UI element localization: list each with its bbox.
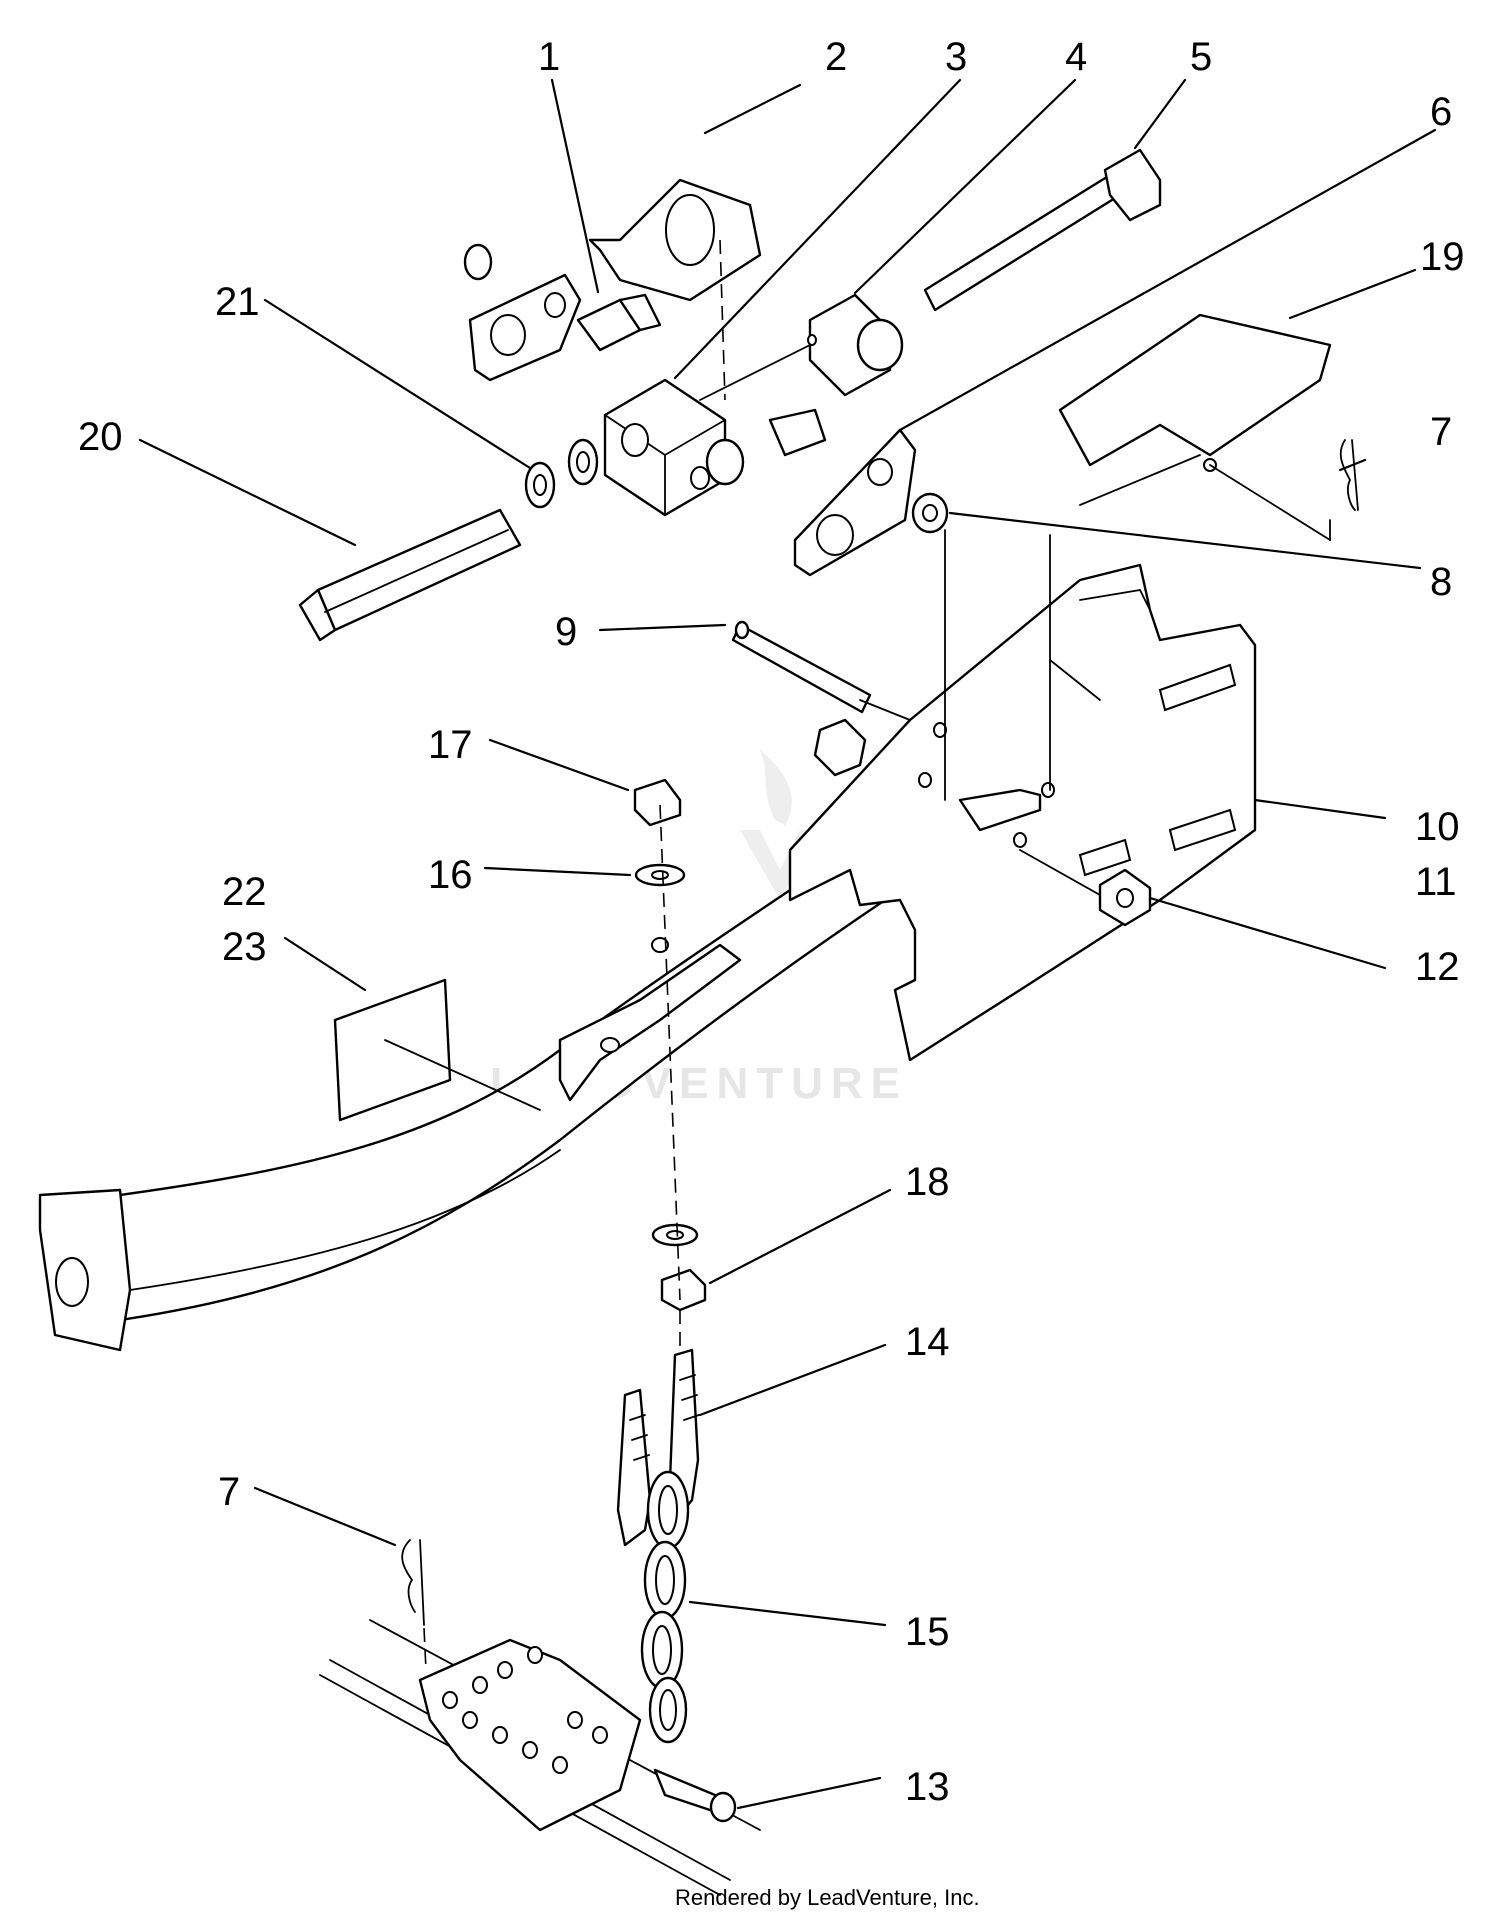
part-21-washers bbox=[524, 438, 599, 509]
part-14-ubolt bbox=[616, 1348, 700, 1547]
credit-text: Rendered by LeadVenture, Inc. bbox=[675, 1885, 980, 1910]
leader-lines bbox=[138, 78, 1437, 1810]
hitch-frame bbox=[38, 563, 1257, 1352]
part-5-bolt bbox=[923, 148, 1162, 312]
callout-3: 3 bbox=[945, 35, 967, 79]
left-bracket-plate bbox=[463, 243, 582, 382]
callout-16: 16 bbox=[428, 853, 473, 897]
callout-6: 6 bbox=[1430, 90, 1452, 134]
assembly-lines bbox=[384, 239, 1331, 1350]
part-20-shaft bbox=[298, 508, 522, 642]
callout-1: 1 bbox=[538, 35, 560, 79]
part-22-23-decal bbox=[333, 978, 452, 1122]
callout-10: 10 bbox=[1415, 805, 1460, 849]
callout-18: 18 bbox=[905, 1160, 950, 1204]
callout-8: 8 bbox=[1430, 560, 1452, 604]
part-16-washer bbox=[634, 863, 686, 887]
part-1-bolt bbox=[576, 293, 662, 352]
part-2-bracket bbox=[588, 178, 762, 302]
part-18-washer-nut bbox=[651, 1223, 707, 1312]
callout-22: 22 bbox=[222, 870, 267, 914]
bolt-right bbox=[768, 408, 827, 457]
callout-23: 23 bbox=[222, 925, 267, 969]
part-19-cover bbox=[1058, 313, 1332, 472]
callout-4: 4 bbox=[1065, 35, 1087, 79]
callout-15: 15 bbox=[905, 1610, 950, 1654]
callout-7b: 7 bbox=[218, 1470, 240, 1514]
part-4-cylinder bbox=[807, 293, 904, 397]
callout-13: 13 bbox=[905, 1765, 950, 1809]
part-17-nut bbox=[633, 778, 682, 827]
part-12-nut bbox=[1098, 868, 1152, 927]
callout-19: 19 bbox=[1420, 235, 1465, 279]
callouts: 1 2 3 4 5 6 19 7 8 9 10 11 12 17 16 21 2… bbox=[78, 35, 1465, 1809]
callout-7a: 7 bbox=[1430, 410, 1452, 454]
callout-5: 5 bbox=[1190, 35, 1212, 79]
callout-14: 14 bbox=[905, 1320, 950, 1364]
callout-21: 21 bbox=[215, 280, 260, 324]
part-15-chain bbox=[640, 1470, 690, 1744]
callout-20: 20 bbox=[78, 415, 123, 459]
callout-12: 12 bbox=[1415, 945, 1460, 989]
part-7-cotter-bottom bbox=[401, 1539, 427, 1671]
callout-2: 2 bbox=[825, 35, 847, 79]
drawbar-lower bbox=[319, 1619, 761, 1896]
callout-17: 17 bbox=[428, 723, 473, 767]
part-3-block bbox=[603, 378, 745, 517]
part-6-bracket bbox=[793, 428, 917, 577]
callout-11: 11 bbox=[1415, 860, 1457, 904]
part-8-bushing bbox=[911, 492, 949, 534]
nut-near-9 bbox=[813, 718, 867, 777]
part-9-pin bbox=[731, 620, 872, 714]
part-7-cotter-top bbox=[1339, 439, 1359, 511]
callout-9: 9 bbox=[555, 610, 577, 654]
